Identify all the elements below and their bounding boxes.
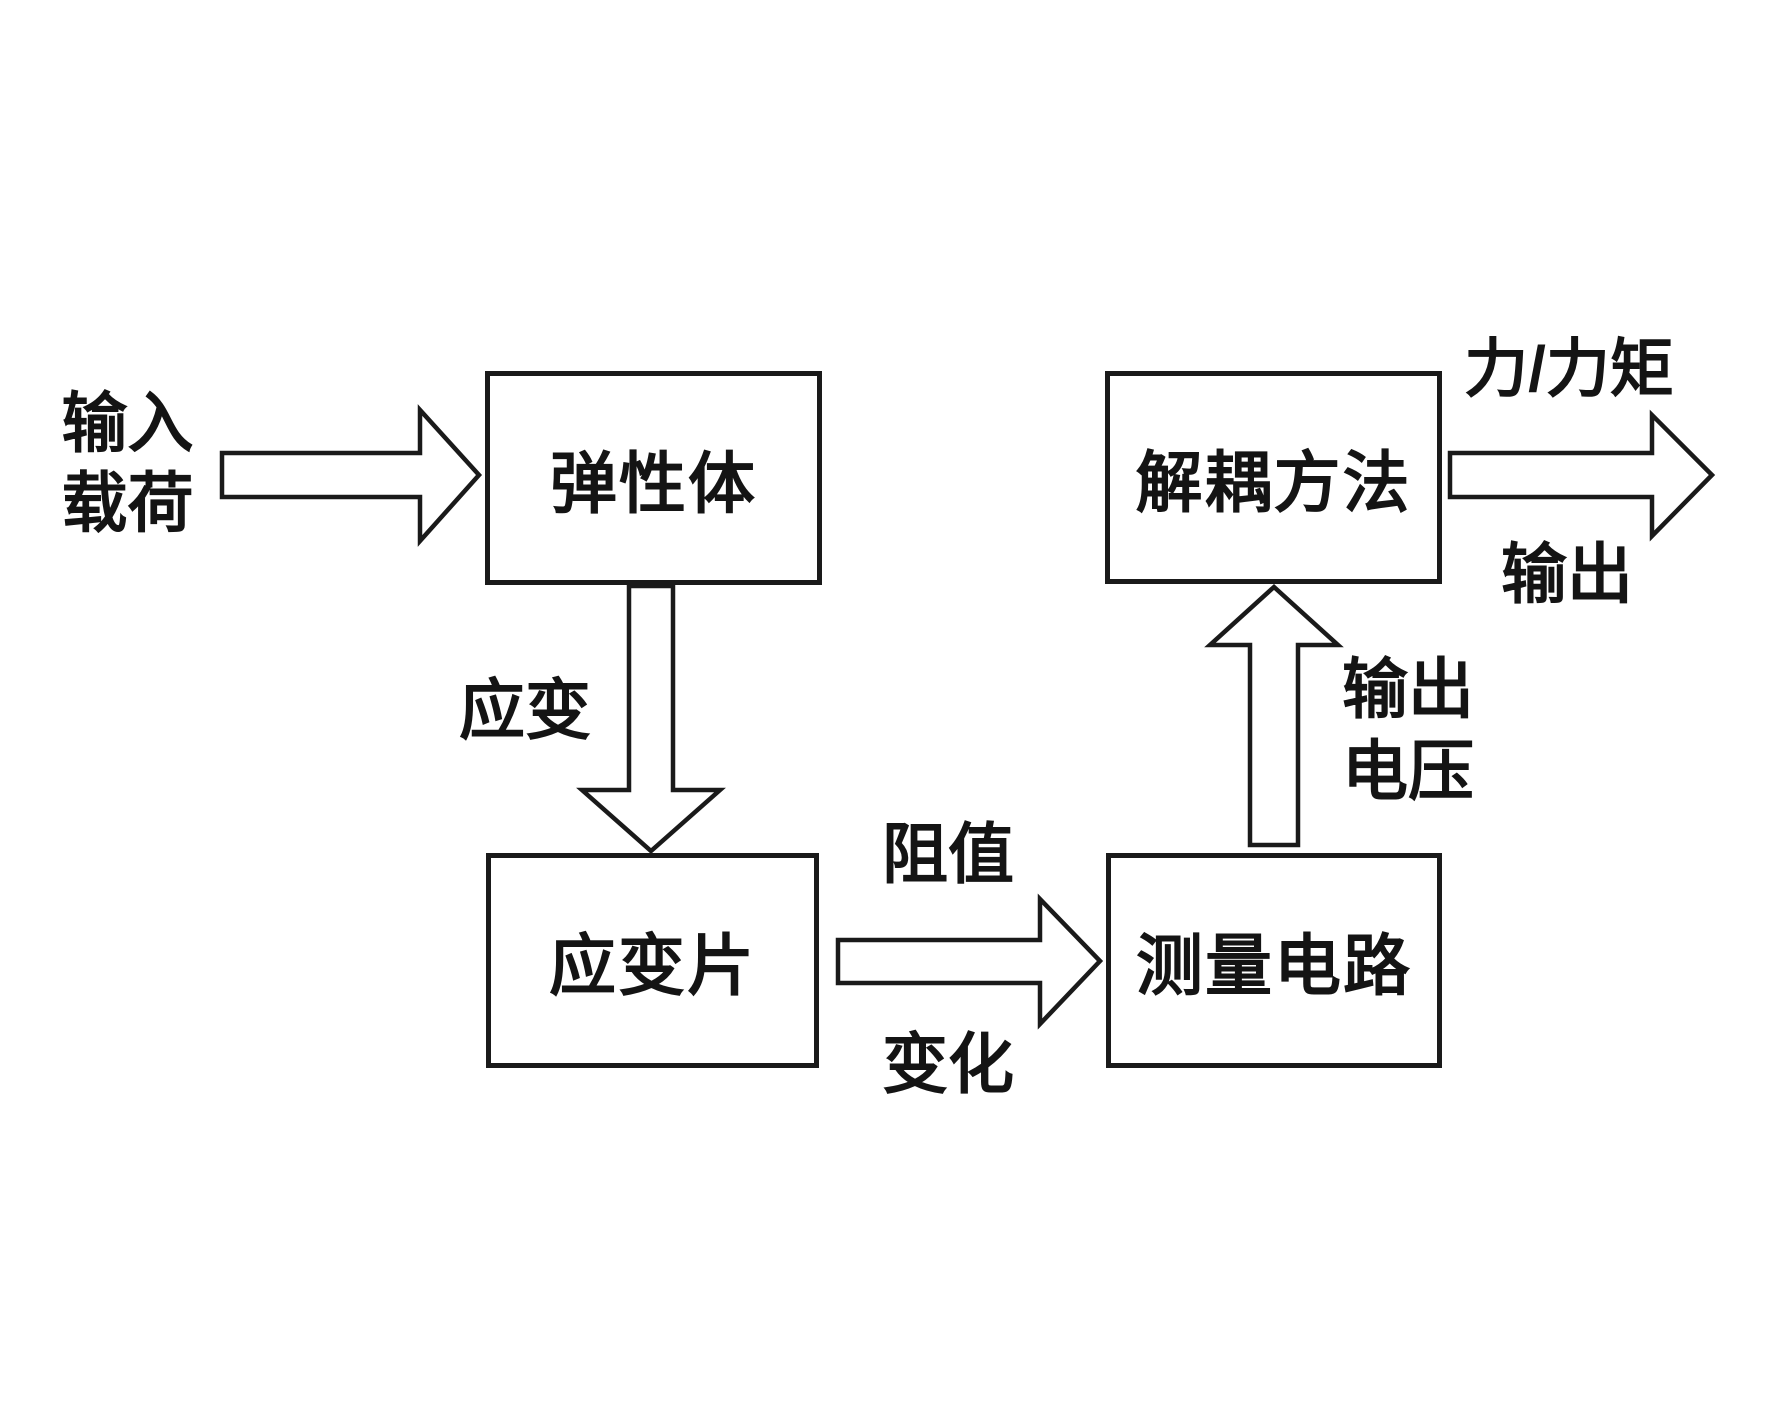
label-input-load: 输入 载荷 xyxy=(61,386,194,540)
label-output: 输出 xyxy=(1501,537,1633,611)
label-output-voltage: 输出 电压 xyxy=(1342,652,1474,808)
label-change: 变化 xyxy=(882,1027,1014,1101)
label-force-torque: 力/力矩 xyxy=(1464,333,1674,405)
box-decoupling-method-label: 解耦方法 xyxy=(1135,446,1412,521)
arrow-down-strain-icon xyxy=(576,583,726,855)
arrow-up-output-voltage-icon xyxy=(1204,583,1344,848)
box-measurement-circuit-label: 测量电路 xyxy=(1136,929,1412,1004)
box-strain-gauge-label: 应变片 xyxy=(549,929,756,1004)
box-elastic-body: 弹性体 xyxy=(485,371,822,585)
arrow-right-resistance-change-icon xyxy=(835,893,1104,1030)
label-resistance: 阻值 xyxy=(882,817,1014,891)
box-strain-gauge: 应变片 xyxy=(486,853,819,1068)
box-decoupling-method: 解耦方法 xyxy=(1105,371,1442,584)
arrow-right-output-icon xyxy=(1447,409,1716,542)
label-strain: 应变 xyxy=(459,673,591,747)
box-measurement-circuit: 测量电路 xyxy=(1106,853,1442,1068)
box-elastic-body-label: 弹性体 xyxy=(550,446,757,522)
arrow-right-input-load-icon xyxy=(219,404,483,547)
